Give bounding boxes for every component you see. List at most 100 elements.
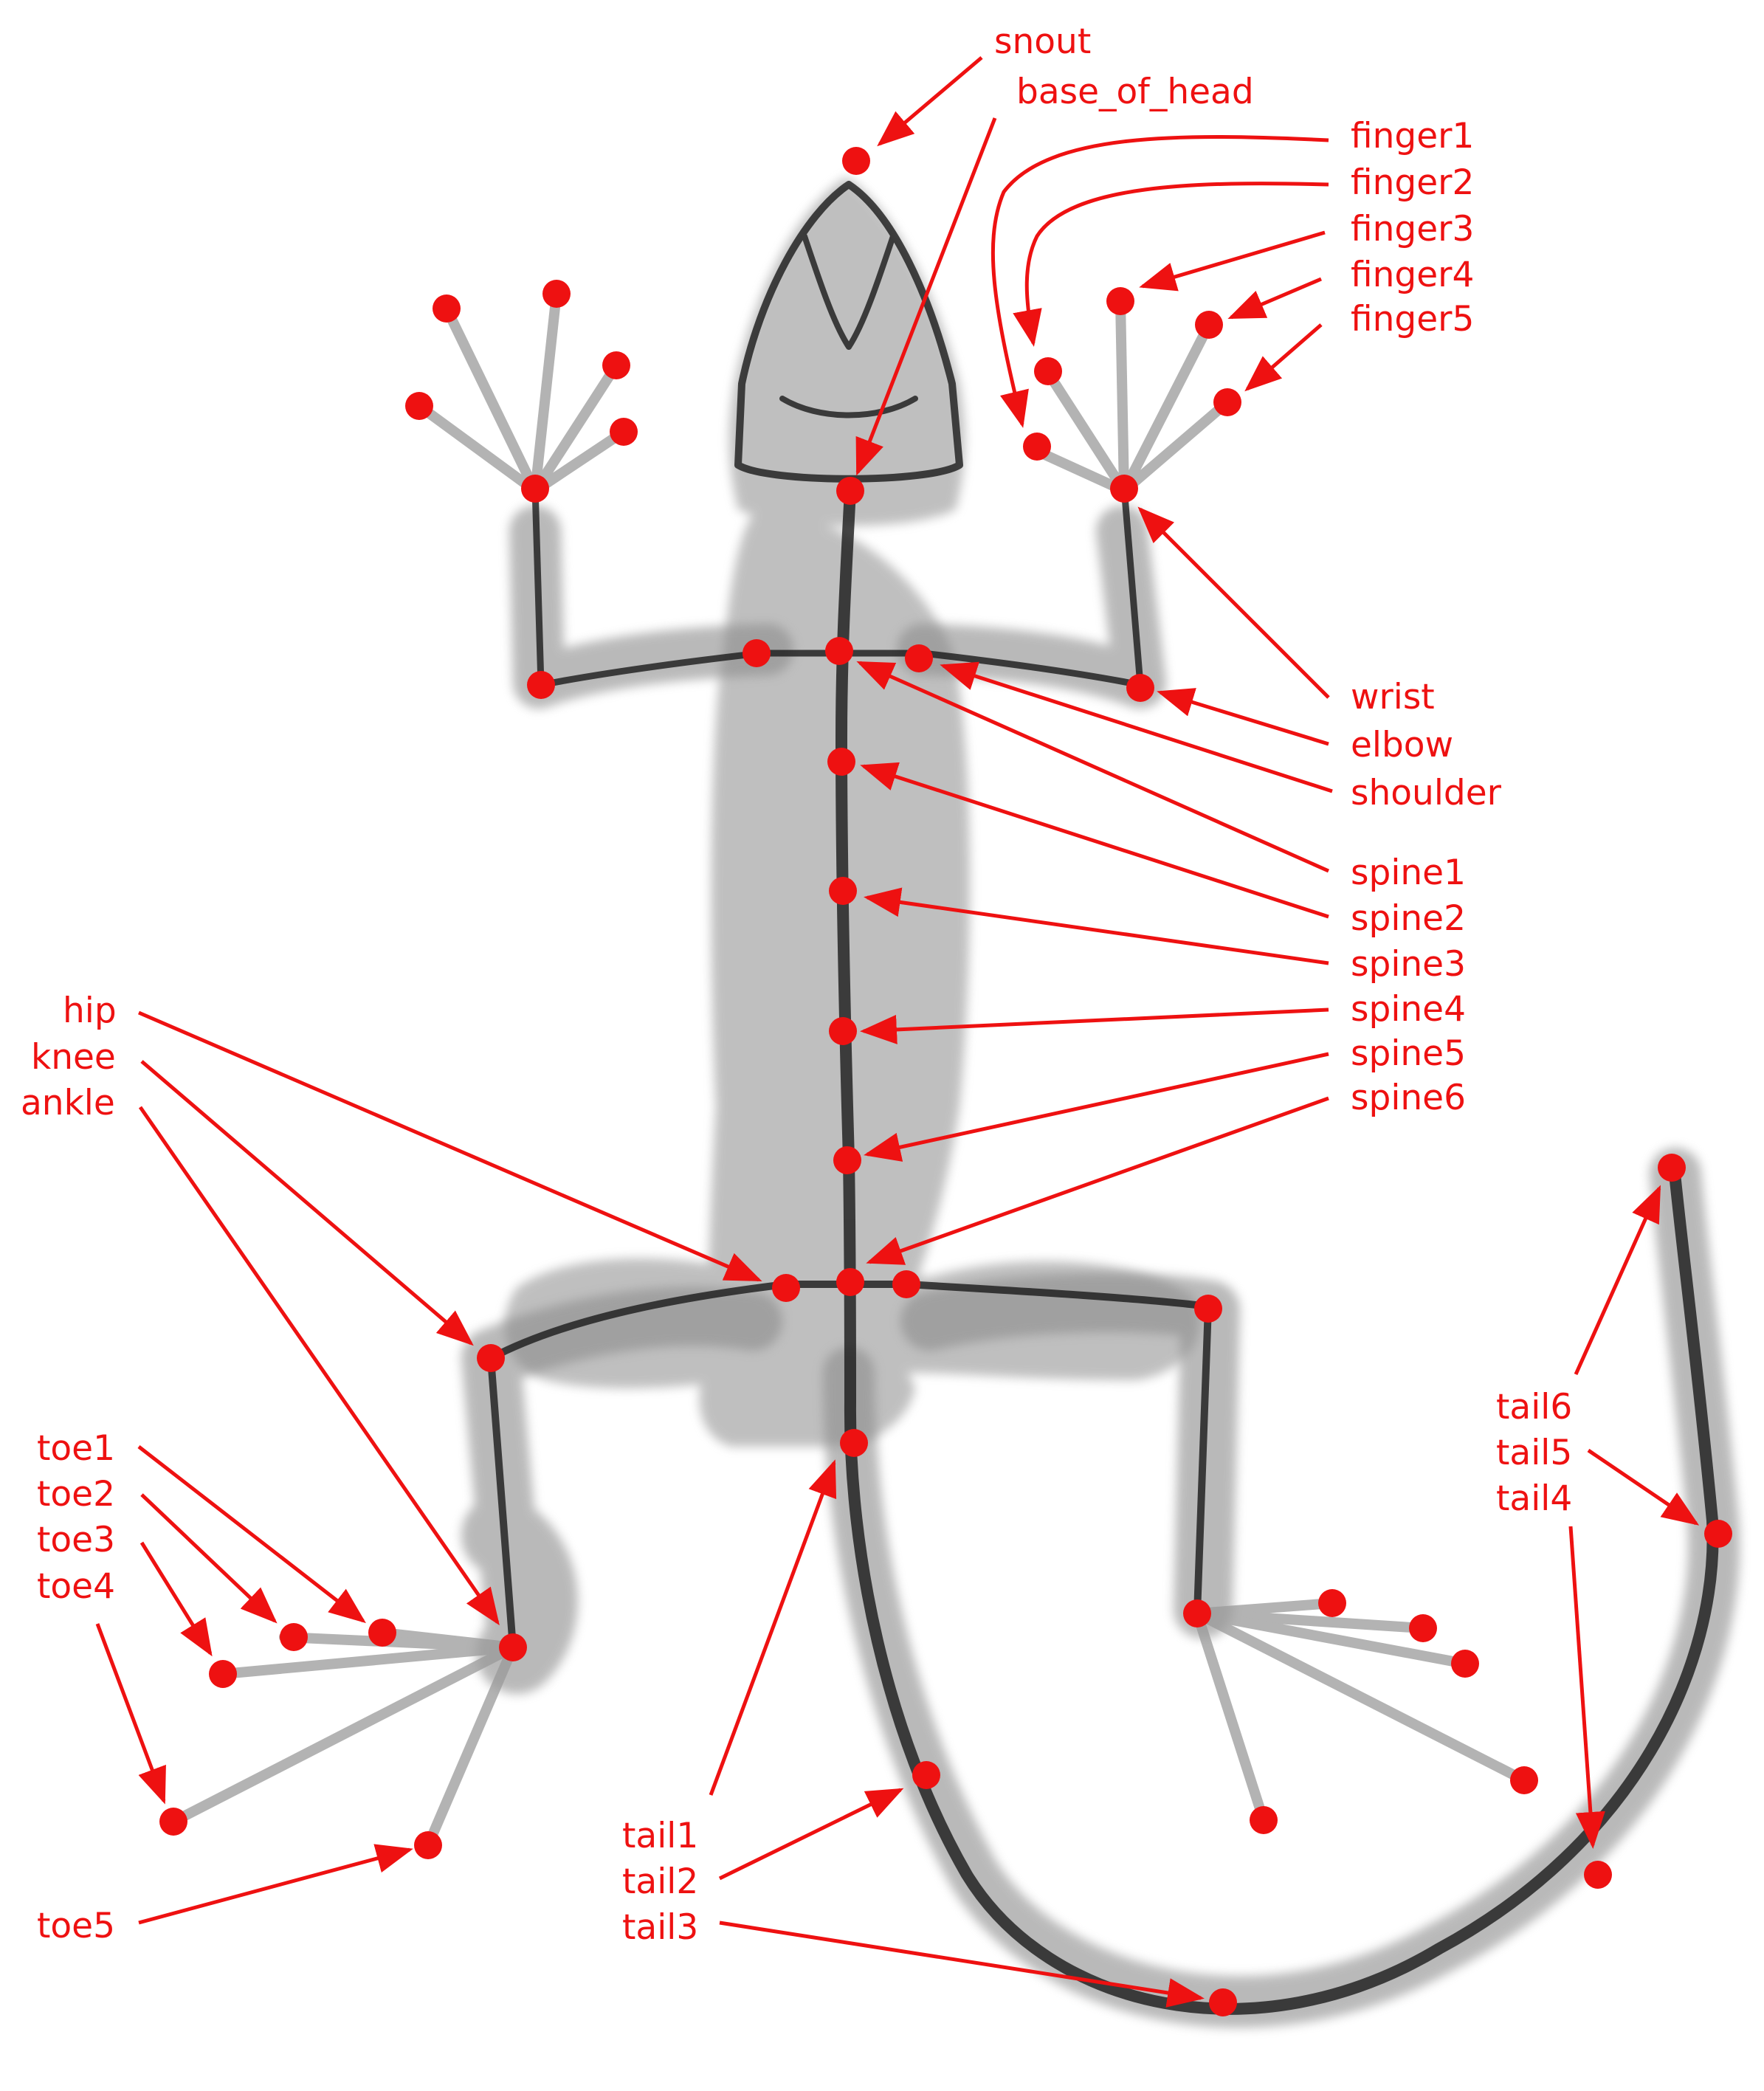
- keypoint-shoulder-right: [905, 644, 933, 672]
- lizard-xray-image: [168, 177, 1740, 2028]
- keypoint-elbow-right: [1126, 674, 1154, 702]
- keypoint-tail4: [1584, 1861, 1612, 1889]
- keypoint-knee-left: [477, 1344, 505, 1372]
- arrow-toe2: [140, 1493, 278, 1624]
- arrow-tail3: [719, 1921, 1205, 2008]
- keypoint-labels: snout base_of_head finger1 finger2 finge…: [21, 21, 1572, 1948]
- keypoint-toe1: [368, 1619, 396, 1647]
- label-tail3: tail3: [622, 1907, 698, 1948]
- keypoint-base-of-head: [836, 477, 864, 505]
- arrow-toe3: [139, 1541, 213, 1657]
- keypoint-tail3: [1209, 1988, 1237, 2016]
- label-finger1: finger1: [1351, 116, 1474, 156]
- keypoint-ankle-right: [1183, 1599, 1211, 1627]
- arrow-knee: [140, 1060, 474, 1346]
- keypoint-toe4: [159, 1808, 187, 1836]
- arrow-finger3: [1139, 230, 1326, 292]
- keypoint-finger5: [1213, 388, 1241, 416]
- label-tail2: tail2: [622, 1861, 698, 1902]
- label-snout: snout: [994, 21, 1091, 62]
- arrow-snout: [877, 56, 983, 147]
- label-finger3: finger3: [1351, 209, 1474, 249]
- keypoint-shoulder-left: [743, 639, 771, 667]
- keypoint-spine4: [829, 1017, 857, 1045]
- label-toe1: toe1: [37, 1428, 115, 1469]
- arrow-spine3: [864, 887, 1329, 965]
- keypoint-left-finger-e: [610, 418, 638, 446]
- label-spine3: spine3: [1351, 944, 1466, 985]
- arrow-finger1: [990, 134, 1329, 428]
- keypoint-right-toe-c: [1451, 1650, 1479, 1678]
- arrow-spine6: [866, 1096, 1329, 1265]
- keypoint-spine1: [825, 637, 853, 665]
- keypoint-ankle-left: [499, 1633, 527, 1661]
- keypoint-finger1: [1023, 433, 1051, 461]
- keypoint-spine6: [836, 1268, 864, 1296]
- keypoint-spine5: [833, 1146, 861, 1174]
- arrow-toe1: [137, 1445, 366, 1624]
- arrow-elbow: [1157, 688, 1329, 746]
- keypoint-tail5: [1704, 1520, 1732, 1548]
- arrow-finger5: [1244, 323, 1323, 392]
- label-toe5: toe5: [37, 1906, 115, 1946]
- arrow-finger2: [1013, 182, 1329, 347]
- arrow-tail6: [1574, 1185, 1661, 1376]
- arrow-tail1: [709, 1459, 837, 1796]
- label-spine6: spine6: [1351, 1078, 1466, 1118]
- label-tail4: tail4: [1496, 1478, 1572, 1519]
- label-shoulder: shoulder: [1351, 773, 1502, 813]
- label-finger2: finger2: [1351, 162, 1474, 203]
- keypoint-right-toe-e: [1250, 1806, 1278, 1834]
- keypoint-hip-right: [892, 1270, 920, 1298]
- keypoint-snout: [842, 147, 870, 175]
- keypoint-hip-left: [772, 1274, 800, 1302]
- keypoint-tail2: [912, 1761, 940, 1789]
- label-finger4: finger4: [1351, 255, 1474, 295]
- keypoint-toe2: [280, 1623, 308, 1651]
- arrow-spine2: [860, 762, 1329, 919]
- keypoint-left-finger-b: [542, 280, 571, 308]
- label-spine2: spine2: [1351, 898, 1466, 939]
- label-elbow: elbow: [1351, 725, 1453, 765]
- arrow-spine4: [860, 1007, 1329, 1044]
- keypoint-finger3: [1106, 287, 1134, 315]
- keypoint-left-finger-d: [405, 392, 433, 420]
- keypoint-right-toe-a: [1318, 1589, 1346, 1617]
- keypoint-toe3: [209, 1660, 237, 1688]
- label-knee: knee: [31, 1037, 116, 1078]
- keypoint-left-finger-a: [433, 294, 461, 323]
- keypoint-right-toe-d: [1510, 1766, 1538, 1794]
- keypoint-wrist-left: [521, 475, 549, 503]
- label-spine5: spine5: [1351, 1033, 1466, 1074]
- keypoint-elbow-left: [527, 671, 555, 699]
- keypoint-spine3: [829, 877, 857, 905]
- label-spine1: spine1: [1351, 852, 1466, 893]
- label-base-of-head: base_of_head: [1016, 72, 1254, 112]
- arrow-hip: [138, 1010, 762, 1282]
- arrow-tail4: [1568, 1526, 1605, 1849]
- label-tail5: tail5: [1496, 1433, 1572, 1473]
- arrow-base-of-head: [855, 117, 997, 476]
- keypoint-wrist-right: [1110, 475, 1138, 503]
- label-tail6: tail6: [1496, 1387, 1572, 1427]
- annotation-arrows: [95, 56, 1700, 2008]
- label-tail1: tail1: [622, 1816, 698, 1856]
- label-toe3: toe3: [37, 1520, 115, 1560]
- arrow-wrist: [1137, 506, 1330, 699]
- keypoint-left-finger-c: [602, 351, 630, 379]
- keypoint-tail6: [1658, 1154, 1686, 1182]
- arrow-finger4: [1227, 277, 1322, 320]
- arrow-spine5: [864, 1052, 1329, 1162]
- keypoint-finger2: [1034, 357, 1062, 385]
- keypoint-finger4: [1195, 311, 1223, 339]
- label-toe2: toe2: [37, 1474, 115, 1515]
- arrow-ankle: [138, 1106, 500, 1626]
- label-finger5: finger5: [1351, 299, 1474, 340]
- arrow-shoulder: [940, 661, 1333, 793]
- label-spine4: spine4: [1351, 989, 1466, 1030]
- digits: [168, 289, 1529, 1850]
- label-toe4: toe4: [37, 1566, 115, 1607]
- keypoint-toe5: [414, 1831, 442, 1859]
- keypoint-knee-right: [1194, 1295, 1222, 1323]
